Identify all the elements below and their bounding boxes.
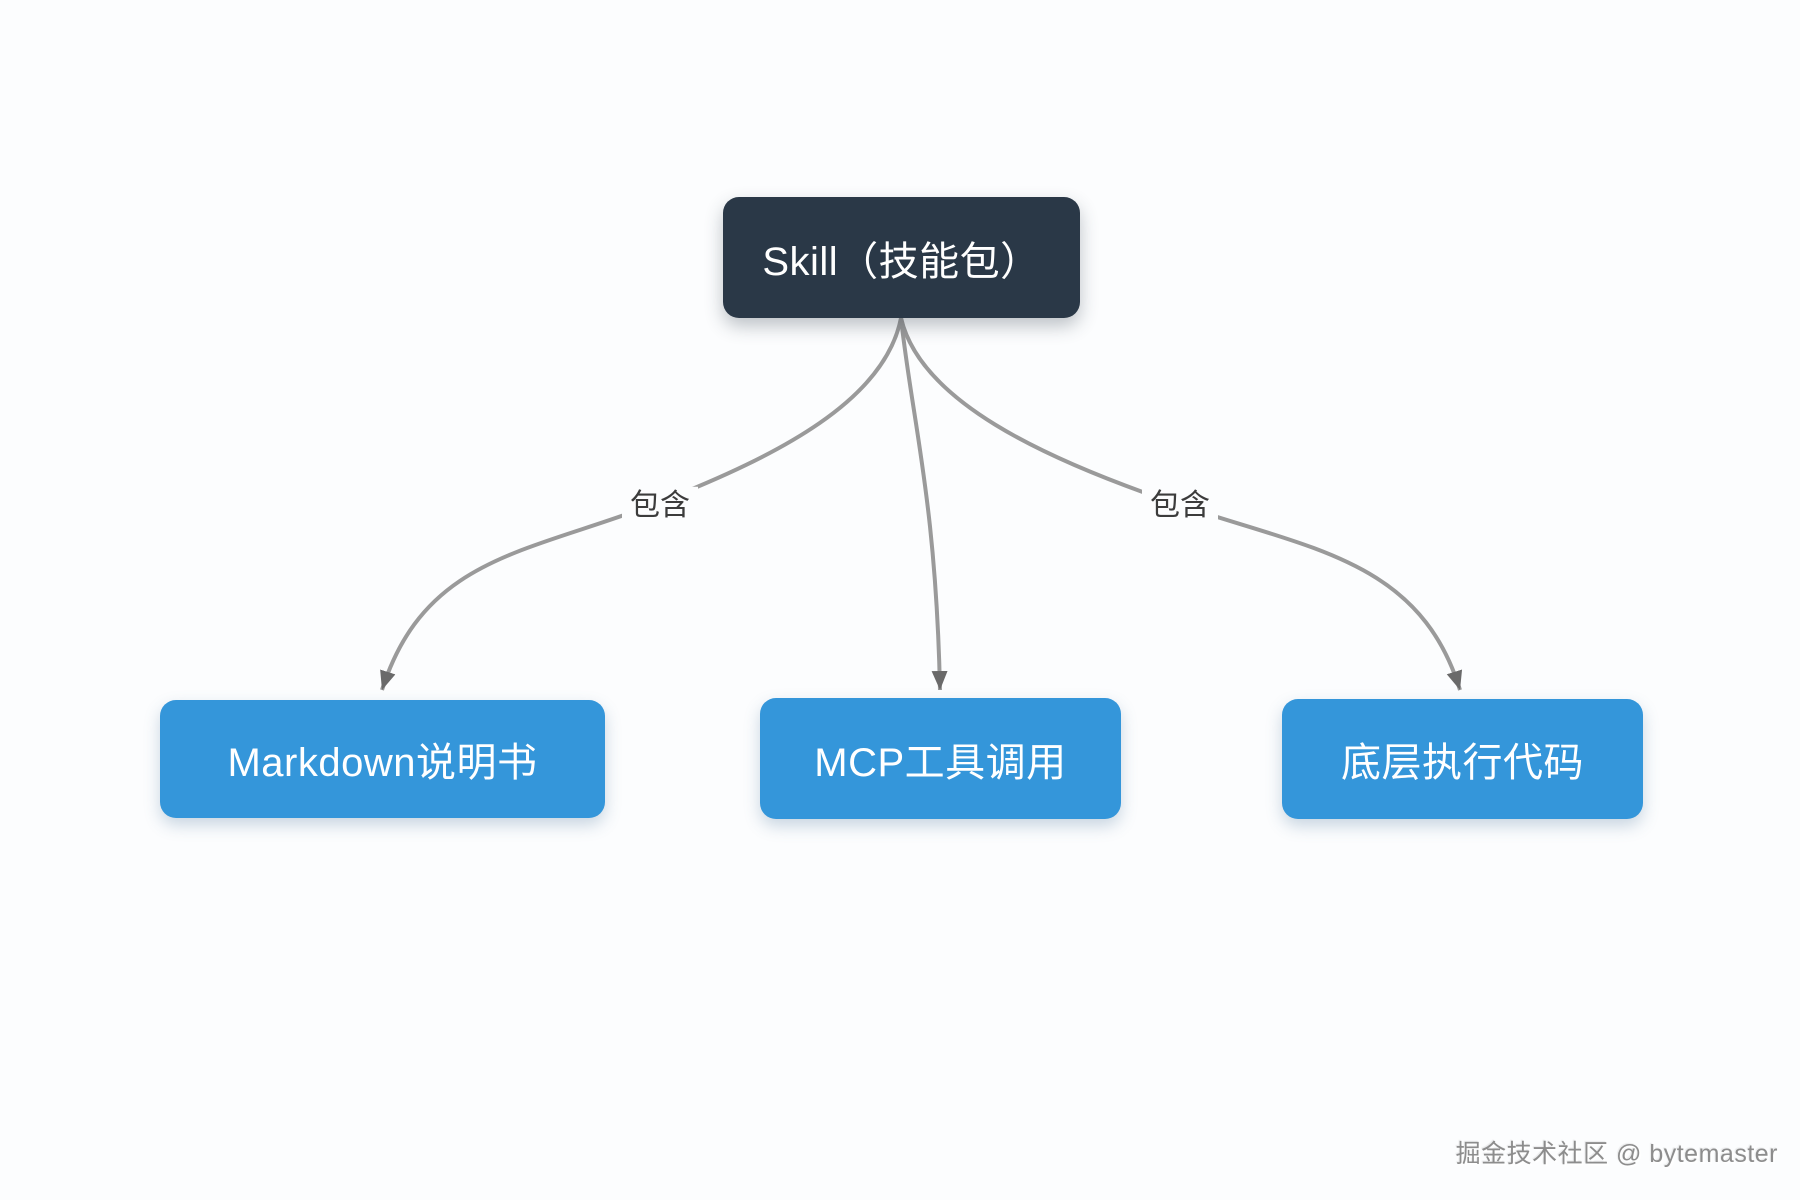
edge-label-contains-right: 包含: [1142, 486, 1218, 526]
node-low-level-code-label: 底层执行代码: [1341, 741, 1584, 785]
node-skill-root: Skill（技能包）: [723, 197, 1080, 318]
node-mcp-tool-call: MCP工具调用: [760, 698, 1121, 819]
edge-label-contains-left: 包含: [622, 486, 698, 526]
node-skill-root-label: Skill（技能包）: [762, 239, 1041, 284]
node-markdown-manual: Markdown说明书: [160, 700, 605, 818]
edge-root-to-mcp: [899, 317, 948, 691]
watermark-text: 掘金技术社区 @ bytemaster: [1455, 1140, 1778, 1168]
node-markdown-manual-label: Markdown说明书: [227, 741, 538, 785]
node-low-level-code: 底层执行代码: [1282, 699, 1643, 819]
node-mcp-tool-call-label: MCP工具调用: [814, 740, 1067, 785]
